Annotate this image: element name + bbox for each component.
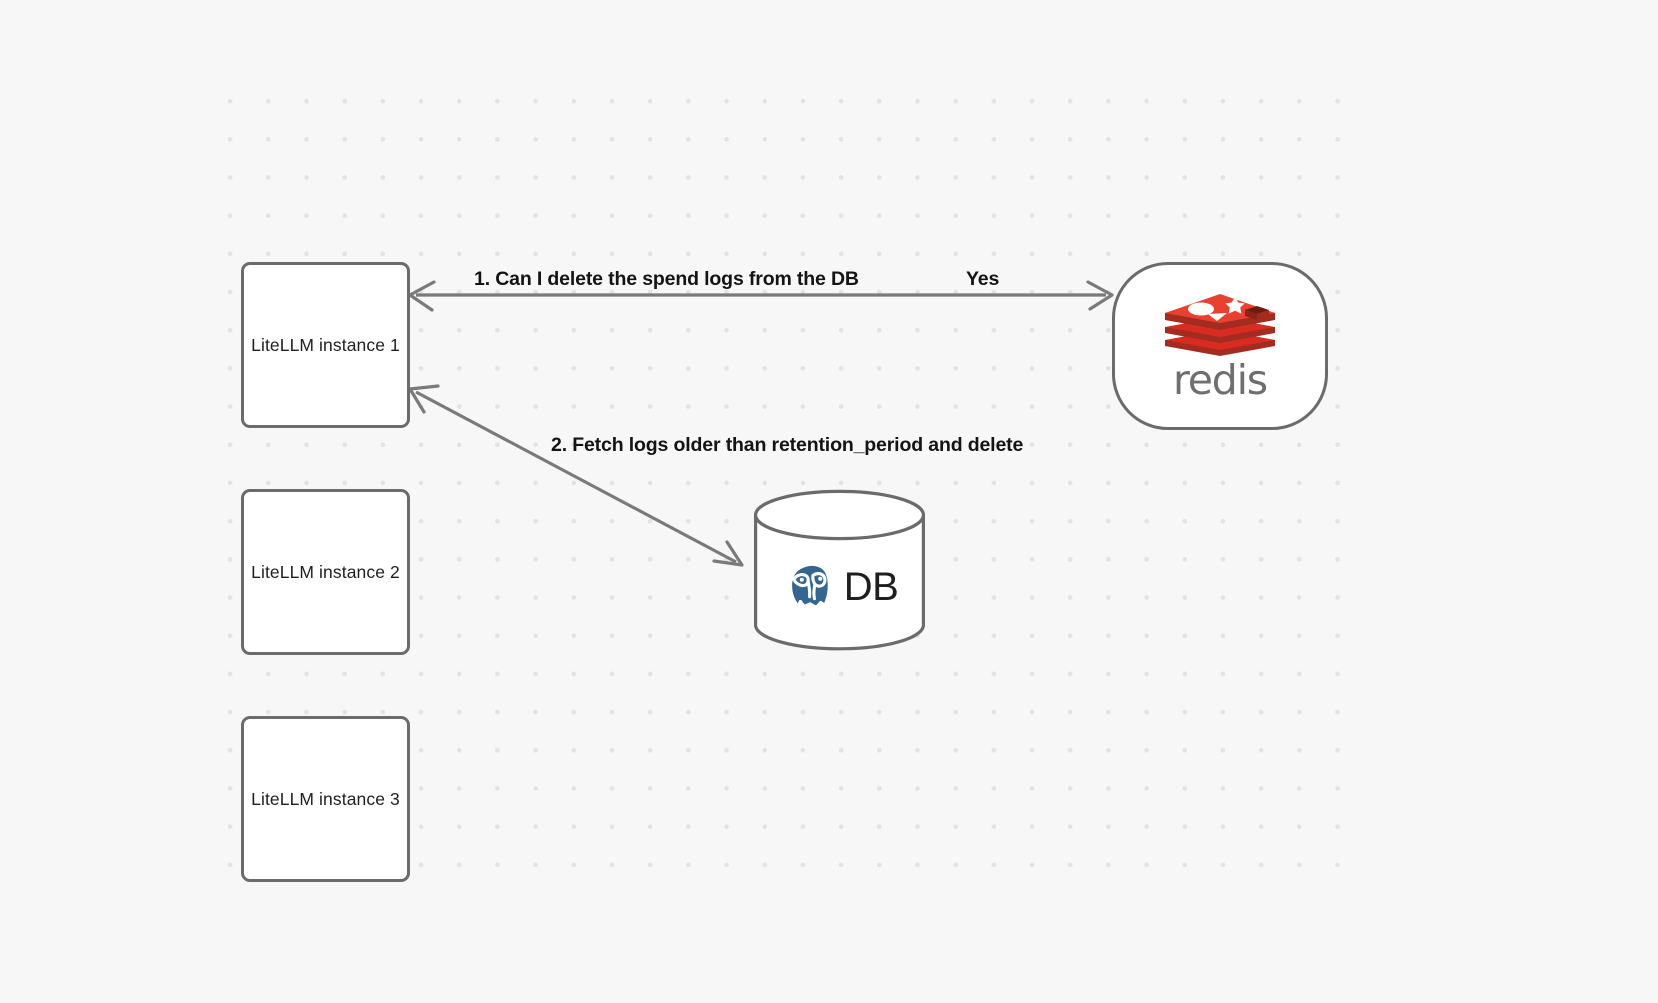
node-litellm-instance-2[interactable]: LiteLLM instance 2 xyxy=(241,489,410,655)
edge-label-1-answer: Yes xyxy=(966,268,1000,290)
cylinder-shape xyxy=(753,489,926,651)
node-litellm-instance-1[interactable]: LiteLLM instance 1 xyxy=(241,262,410,428)
edge-label-2: 2. Fetch logs older than retention_perio… xyxy=(551,434,1024,456)
edge-litellm1-db xyxy=(408,384,744,567)
db-label: DB xyxy=(843,565,899,609)
edge-label-1: 1. Can I delete the spend logs from the … xyxy=(474,268,859,290)
redis-wordmark: redis xyxy=(1173,355,1268,404)
postgres-elephant-icon xyxy=(788,562,831,615)
node-label: LiteLLM instance 3 xyxy=(251,788,400,809)
node-redis[interactable]: redis xyxy=(1112,262,1328,430)
node-db[interactable]: DB xyxy=(753,489,926,652)
node-label: LiteLLM instance 2 xyxy=(251,561,400,582)
node-label: LiteLLM instance 1 xyxy=(251,334,400,355)
redis-logo-icon xyxy=(1165,293,1275,356)
db-contents: DB xyxy=(753,541,926,633)
node-litellm-instance-3[interactable]: LiteLLM instance 3 xyxy=(241,716,410,882)
